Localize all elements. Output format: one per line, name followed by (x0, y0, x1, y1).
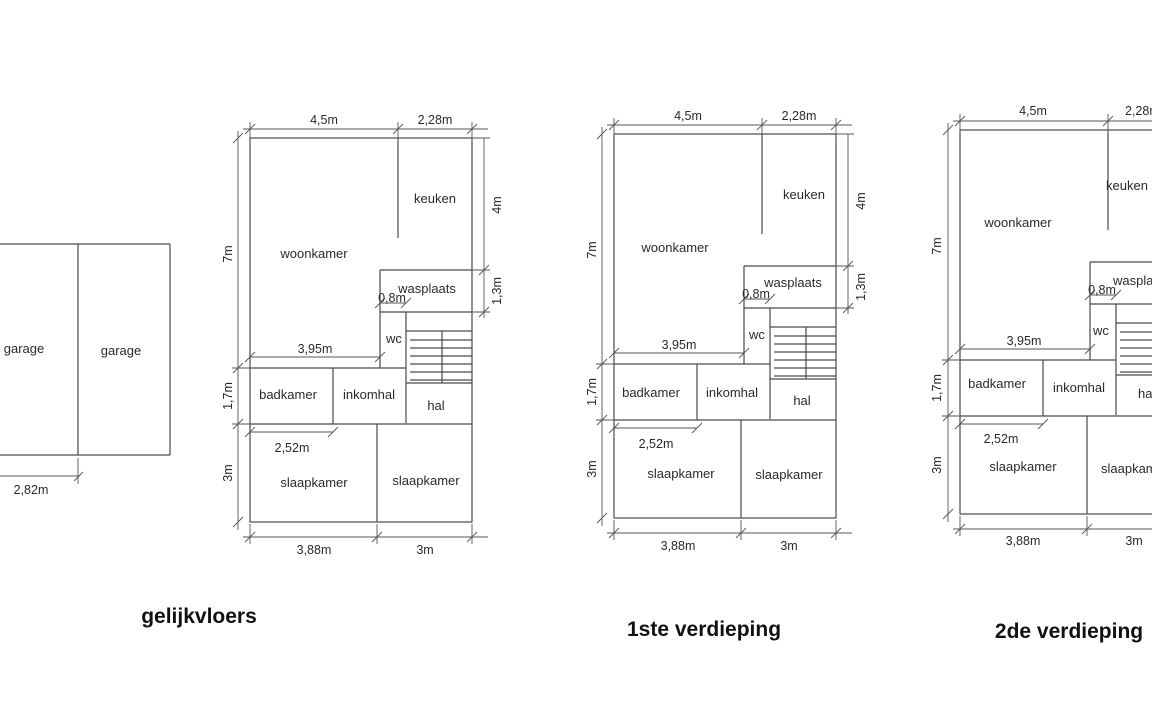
wasplaats-label: wasplaats (397, 281, 456, 296)
floor-plan-1ste-verdieping: woonkamer keuken wasplaats wc badkamer i… (585, 109, 868, 553)
keuken-label: keuken (783, 187, 825, 202)
dim-right-mid: 1,3m (854, 273, 868, 301)
inkomhal-label: inkomhal (706, 385, 758, 400)
dim-inner-wc: 0,8m (1088, 283, 1116, 297)
badkamer-label: badkamer (622, 385, 680, 400)
dim-left-top: 7m (585, 241, 599, 258)
floor-plan-gelijkvloers: woonkamer keuken wasplaats wc badkamer i… (221, 113, 504, 557)
hal-label: hal (427, 398, 444, 413)
dim-left-bottom: 3m (221, 464, 235, 481)
slaapkamer-right-label: slaapkamer (755, 467, 823, 482)
garage-width-dimension: 2,82m (14, 483, 49, 497)
wc-label: wc (1092, 323, 1109, 338)
inkomhal-label: inkomhal (343, 387, 395, 402)
badkamer-label: badkamer (968, 376, 1026, 391)
wasplaats-label: wasplaats (763, 275, 822, 290)
dim-left-bottom: 3m (930, 456, 944, 473)
dim-inner-wc: 0,8m (378, 291, 406, 305)
garage-plan: garage garage 2,82m (0, 243, 171, 497)
dim-inner-woonkamer: 3,95m (298, 342, 333, 356)
slaapkamer-right-label: slaapkamer (392, 473, 460, 488)
dim-left-mid: 1,7m (930, 374, 944, 402)
dim-top-left: 4,5m (1019, 104, 1047, 118)
dim-bottom-right: 3m (780, 539, 797, 553)
keuken-label: keuken (1106, 178, 1148, 193)
dim-inner-wc: 0,8m (742, 287, 770, 301)
dim-left-mid: 1,7m (221, 382, 235, 410)
dim-bottom-left: 3,88m (1006, 534, 1041, 548)
slaapkamer-left-label: slaapkamer (280, 475, 348, 490)
keuken-label: keuken (414, 191, 456, 206)
dim-inner-badkamer: 2,52m (275, 441, 310, 455)
floor-title-2de-verdieping: 2de verdieping (995, 620, 1143, 643)
woonkamer-label: woonkamer (983, 215, 1052, 230)
woonkamer-label: woonkamer (279, 246, 348, 261)
wasplaats-label: wasplaats (1112, 273, 1152, 288)
dim-inner-badkamer: 2,52m (984, 432, 1019, 446)
dim-left-top: 7m (930, 237, 944, 254)
dim-top-right: 2,28m (418, 113, 453, 127)
dim-left-mid: 1,7m (585, 378, 599, 406)
woonkamer-label: woonkamer (640, 240, 709, 255)
dim-inner-woonkamer: 3,95m (1007, 334, 1042, 348)
dim-right-top: 4m (490, 196, 504, 213)
badkamer-label: badkamer (259, 387, 317, 402)
inkomhal-label: inkomhal (1053, 380, 1105, 395)
floor-title-1ste-verdieping: 1ste verdieping (627, 618, 781, 641)
slaapkamer-right-label: slaapkamer (1101, 461, 1152, 476)
wc-label: wc (385, 331, 402, 346)
wc-label: wc (748, 327, 765, 342)
dim-bottom-left: 3,88m (297, 543, 332, 557)
dim-left-top: 7m (221, 245, 235, 262)
dim-top-right: 2,28m (1125, 104, 1152, 118)
dim-bottom-right: 3m (416, 543, 433, 557)
dim-top-left: 4,5m (674, 109, 702, 123)
dim-top-right: 2,28m (782, 109, 817, 123)
dim-bottom-right: 3m (1125, 534, 1142, 548)
hal-label: hal (793, 393, 810, 408)
slaapkamer-left-label: slaapkamer (989, 459, 1057, 474)
dim-top-left: 4,5m (310, 113, 338, 127)
dim-inner-badkamer: 2,52m (639, 437, 674, 451)
dim-left-bottom: 3m (585, 460, 599, 477)
dim-right-mid: 1,3m (490, 277, 504, 305)
slaapkamer-left-label: slaapkamer (647, 466, 715, 481)
dim-bottom-left: 3,88m (661, 539, 696, 553)
floor-plan-2de-verdieping: woonkamer keuken wasplaats wc badkamer i… (930, 104, 1152, 548)
hal-label: hal (1138, 386, 1152, 401)
floor-title-gelijkvloers: gelijkvloers (141, 605, 257, 628)
garage-left-label: garage (4, 341, 44, 356)
garage-right-label: garage (101, 343, 141, 358)
dim-inner-woonkamer: 3,95m (662, 338, 697, 352)
dim-right-top: 4m (854, 192, 868, 209)
